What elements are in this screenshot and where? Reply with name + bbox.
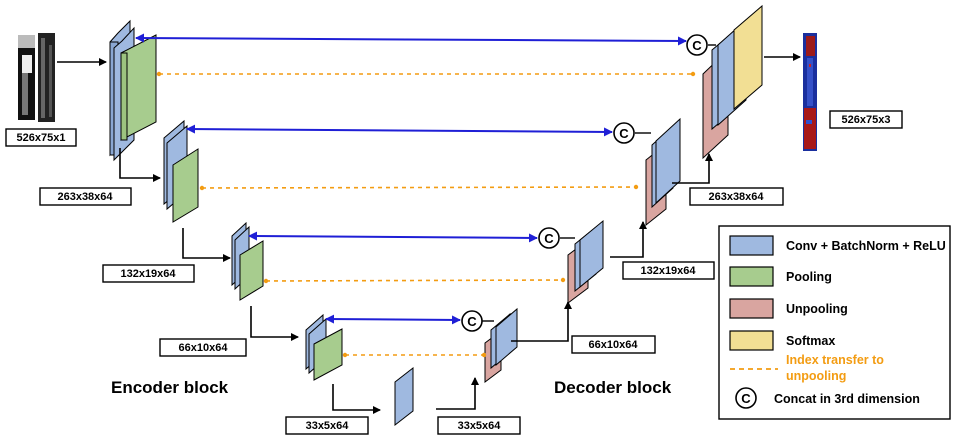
legend-softmax-label: Softmax: [786, 334, 835, 348]
legend-concat-symbol-letter: C: [741, 391, 751, 406]
legend-concat-label: Concat in 3rd dimension: [774, 392, 920, 406]
bottleneck-right-size-label: 33x5x64: [458, 420, 502, 432]
enc-level3-size-box: [159, 338, 247, 357]
enc-level2-size-box: [102, 264, 195, 283]
legend-conv-swatch: [729, 235, 774, 256]
legend-softmax-swatch: [729, 330, 774, 351]
svg-text:C: C: [467, 314, 477, 329]
up-arrow: [610, 221, 647, 258]
dec-level1-size-box: [689, 187, 784, 206]
skip-connection-level4: [325, 314, 461, 325]
legend-concat-symbol: [735, 387, 757, 409]
pooling-layer: [239, 240, 264, 301]
down-arrow: [182, 228, 231, 262]
pooling-layer: [313, 328, 343, 381]
pooling-layer: [120, 52, 128, 141]
bottleneck-left-size-box: [285, 416, 369, 435]
legend-frame: [718, 225, 951, 420]
dec-level3-size-box: [571, 335, 656, 354]
legend-unpooling-swatch: [729, 298, 774, 319]
bottleneck-conv-layer: [394, 366, 414, 427]
output-size-box: [829, 110, 903, 129]
dec-level2-size-box: [622, 261, 715, 280]
conv-layer: [495, 307, 518, 367]
legend-pooling-label: Pooling: [786, 270, 832, 284]
skip-connection-level2: [186, 124, 613, 137]
input-image: [18, 33, 55, 122]
index-transfer-level1: [156, 71, 696, 77]
decoder-level-2: [645, 117, 681, 227]
encoder-level-4: [305, 313, 343, 381]
legend-index-transfer-label-line2: unpooling: [786, 369, 846, 383]
encoder-level-2: [163, 119, 199, 223]
concat-symbol-level4: C: [461, 310, 494, 332]
conv-layer: [655, 117, 681, 205]
encoder-block-label: Encoder block: [111, 378, 229, 397]
concat-symbol-level2: C: [613, 122, 651, 144]
down-arrow: [332, 384, 381, 414]
decoder-level-4: [484, 307, 518, 383]
concat-symbol-level1: C: [686, 34, 716, 56]
decoder-level-3: [567, 219, 604, 304]
encoder-level-1: [109, 19, 157, 162]
enc-level2-size-label: 132x19x64: [120, 268, 176, 280]
conv-layer: [579, 219, 604, 289]
legend: Conv + BatchNorm + ReLU Pooling Unpoolin…: [718, 225, 951, 420]
svg-text:C: C: [544, 231, 554, 246]
up-arrow: [511, 301, 572, 342]
up-arrow: [672, 153, 713, 184]
dec-level2-size-label: 132x19x64: [640, 265, 696, 277]
input-size-box: [5, 128, 77, 147]
svg-text:C: C: [692, 38, 702, 53]
down-arrow: [119, 148, 161, 182]
dec-level1-size-label: 263x38x64: [708, 191, 764, 203]
output-size-label: 526x75x3: [842, 114, 891, 126]
skip-connection-level1: [135, 33, 687, 46]
index-transfer-level4: [342, 352, 487, 358]
legend-pooling-swatch: [729, 266, 774, 287]
skip-connection-level3: [248, 231, 538, 243]
svg-text:C: C: [619, 126, 629, 141]
bottleneck-right-size-box: [437, 416, 521, 435]
decoder-block-label: Decoder block: [554, 378, 672, 397]
legend-conv-label: Conv + BatchNorm + ReLU: [786, 239, 946, 253]
decoder-level-1: [702, 4, 763, 160]
legend-unpooling-label: Unpooling: [786, 302, 848, 316]
pooling-layer: [172, 148, 199, 223]
dec-level3-size-label: 66x10x64: [589, 339, 639, 351]
input-size-label: 526x75x1: [17, 132, 66, 144]
down-arrow: [250, 306, 299, 341]
enc-level1-size-label: 263x38x64: [57, 191, 113, 203]
up-arrow: [436, 377, 479, 410]
legend-index-transfer-label: Index transfer to: [786, 353, 884, 367]
enc-level3-size-label: 66x10x64: [179, 342, 229, 354]
index-transfer-level3: [263, 277, 566, 284]
index-transfer-level2: [199, 184, 639, 191]
encoder-level-3: [231, 221, 264, 301]
bottleneck-left-size-label: 33x5x64: [306, 420, 350, 432]
enc-level1-size-box: [39, 187, 132, 206]
softmax-layer: [733, 4, 763, 111]
concat-symbol-level3: C: [538, 227, 575, 249]
output-image: [803, 33, 817, 151]
